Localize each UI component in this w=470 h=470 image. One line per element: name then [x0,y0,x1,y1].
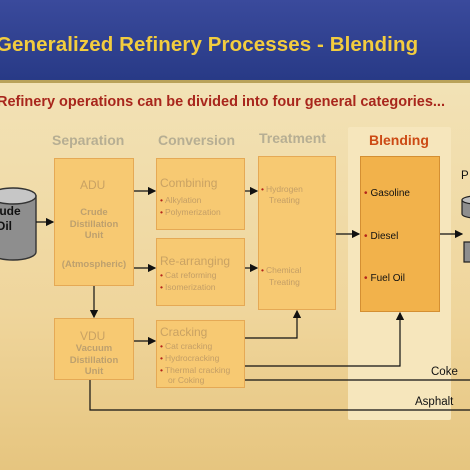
asphalt-line [89,380,470,411]
chemical-treating-label: •Chemical [261,265,302,275]
crude-oil-tank-icon [0,187,37,261]
conversion-heading: Conversion [158,132,236,148]
adu-note: (Atmospheric) [61,259,127,270]
combining-item: •Alkylation [160,195,202,205]
product-tank-icon [461,195,470,219]
treatment-box [258,156,336,310]
rearranging-item: •Isomerization [160,282,216,292]
rearranging-title: Re-arranging [160,254,231,268]
blend-diesel: •Diesel [364,231,399,242]
rearranging-item: •Cat reforming [160,270,217,280]
page-title: Generalized Refinery Processes - Blendin… [0,33,419,56]
treatment-heading: Treatment [259,130,326,146]
cracking-item: or Coking [168,375,205,385]
product-tank-icon [463,241,470,263]
cracking-item: •Cat cracking [160,341,213,351]
vdu-title: VDU [80,329,106,343]
subtitle: Refinery operations can be divided into … [0,94,445,110]
asphalt-label: Asphalt [415,396,454,408]
arrow-cracking-treatment [245,309,302,339]
combining-box [156,158,245,230]
cracking-title: Cracking [160,325,208,339]
blending-box [360,156,440,312]
blending-heading: Blending [369,132,429,148]
hydrogen-treating-label: •Hydrogen [261,184,303,194]
blend-fuel-oil: •Fuel Oil [364,273,405,284]
adu-box [54,158,134,286]
cracking-item: •Hydrocracking [160,353,220,363]
arrow-cracking-blending [245,311,405,367]
separation-heading: Separation [52,132,125,148]
combining-title: Combining [160,176,218,190]
cracking-box [156,320,245,388]
crude-oil-label: Crude [0,204,21,218]
hydrogen-treating-label: Treating [269,195,300,205]
crude-oil-label: Oil [0,219,13,233]
adu-title: ADU [80,178,106,192]
combining-item: •Polymerization [160,207,221,217]
title-bar [0,0,470,83]
chemical-treating-label: Treating [269,277,300,287]
rearranging-box [156,238,245,306]
vdu-box [54,318,134,380]
coke-label: Coke [431,366,458,378]
cracking-item: •Thermal cracking [160,365,231,375]
blend-gasoline: •Gasoline [364,188,410,199]
products-label: P [461,170,469,182]
